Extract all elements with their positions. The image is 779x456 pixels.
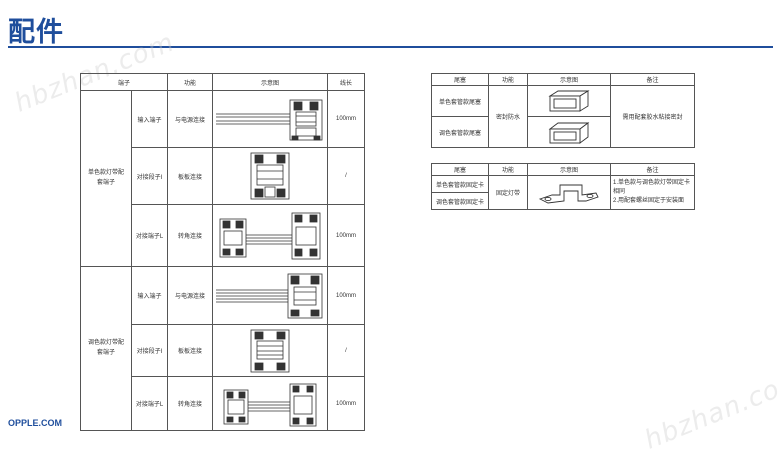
end-cap-diagram: [548, 122, 590, 144]
table-row: 调色套管款固定卡: [431, 192, 695, 210]
terminal-type: 对接段子I: [130, 147, 169, 205]
table-header-row: 尾塞 功能 示意图 备注: [431, 163, 695, 176]
clip-function: 固定灯带: [488, 175, 528, 210]
diagram-cell: [527, 175, 611, 210]
header-length: 线长: [327, 73, 366, 91]
clip-type: 调色套管款固定卡: [431, 192, 489, 210]
header-note: 备注: [610, 73, 695, 86]
clip-type: 单色套管款固定卡: [431, 175, 489, 193]
terminal-function: 转角连接: [167, 376, 214, 431]
terminal-table: 端子 功能 示意图 线长 单色款灯带配套端子 输入端子 与电源连接: [79, 73, 366, 431]
terminal-function: 与电源连接: [167, 90, 214, 148]
header-diagram: 示意图: [527, 73, 611, 86]
wire-length: 100mm: [327, 90, 366, 148]
group-label: 调色款灯带配套端子: [80, 266, 132, 431]
diagram-cell: [212, 266, 329, 325]
end-cap-table: 尾塞 功能 示意图 备注 单色套管款尾塞 密封防水 需用配套胶水粘接密封 调色套…: [431, 73, 695, 148]
header-function: 功能: [167, 73, 214, 91]
end-cap-type: 单色套管款尾塞: [431, 85, 489, 117]
straight-connector-diagram: [250, 329, 290, 372]
wire-length: /: [327, 147, 366, 205]
diagram-cell: [212, 324, 329, 377]
table-header-row: 端子 功能 示意图 线长: [79, 73, 366, 91]
clip-table: 尾塞 功能 示意图 备注 单色套管款固定卡 固定灯带 1.单色款与调色款灯带固定…: [431, 163, 695, 210]
header-function: 功能: [488, 73, 528, 86]
header-end-cap: 尾塞: [431, 163, 489, 176]
wire-length: 100mm: [327, 376, 366, 431]
terminal-type: 对接端子L: [130, 204, 169, 267]
table-row: 对接端子L 转角连接 100mm: [81, 204, 366, 267]
clip-note-2: 2.用配套螺丝固定于安装面: [613, 198, 685, 204]
table-row: 单色套管款固定卡 固定灯带 1.单色款与调色款灯带固定卡相同 2.用配套螺丝固定…: [431, 175, 695, 210]
terminal-type: 输入端子: [130, 266, 169, 325]
diagram-cell: [212, 204, 329, 267]
terminal-function: 板板连接: [167, 324, 214, 377]
input-terminal-diagram: [216, 99, 323, 141]
header-end-cap: 尾塞: [431, 73, 489, 86]
terminal-function: 板板连接: [167, 147, 214, 205]
diagram-cell: [212, 376, 329, 431]
terminal-function: 转角连接: [167, 204, 214, 267]
table-header-row: 尾塞 功能 示意图 备注: [431, 73, 695, 86]
table-row: 调色款灯带配套端子 输入端子 与电源连接 100mm: [80, 266, 366, 431]
end-cap-type: 调色套管款尾塞: [431, 116, 489, 148]
table-row: 单色套管款尾塞 密封防水 需用配套胶水粘接密封: [431, 85, 695, 148]
table-row: 对接段子I 板板连接 /: [81, 147, 366, 205]
mounting-clip-diagram: [538, 184, 599, 203]
input-terminal-diagram: [216, 273, 323, 318]
table-row: 对接段子I 板板连接 /: [81, 324, 366, 377]
diagram-cell: [212, 90, 329, 148]
page-title: 配件: [8, 17, 64, 48]
wire-length: 100mm: [327, 266, 366, 325]
group-label: 单色款灯带配套端子: [80, 90, 132, 267]
header-diagram: 示意图: [527, 163, 611, 176]
terminal-function: 与电源连接: [167, 266, 214, 325]
end-cap-diagram: [548, 90, 590, 112]
diagram-cell: [212, 147, 329, 205]
watermark: hbzhan.com: [640, 364, 779, 456]
header-diagram: 示意图: [212, 73, 329, 91]
terminal-type: 输入端子: [130, 90, 169, 148]
terminal-type: 对接端子L: [130, 376, 169, 431]
header-terminal: 端子: [79, 73, 169, 91]
straight-connector-diagram: [250, 152, 290, 200]
footer-brand: OPPLE.COM: [8, 418, 63, 428]
table-row: 单色款灯带配套端子 输入端子 与电源连接 100mm: [80, 90, 366, 267]
title-divider: [8, 46, 773, 48]
end-cap-note: 需用配套胶水粘接密封: [610, 85, 695, 148]
clip-notes: 1.单色款与调色款灯带固定卡相同 2.用配套螺丝固定于安装面: [610, 175, 695, 210]
diagram-cell: [527, 116, 611, 148]
table-row: 对接端子L 转角连接 100mm: [81, 376, 366, 431]
terminal-type: 对接段子I: [130, 324, 169, 377]
clip-note-1: 1.单色款与调色款灯带固定卡相同: [613, 180, 691, 195]
wire-length: 100mm: [327, 204, 366, 267]
table-row: 调色套管款尾塞: [431, 116, 695, 148]
header-note: 备注: [610, 163, 695, 176]
wire-length: /: [327, 324, 366, 377]
corner-connector-diagram: [223, 383, 317, 426]
diagram-cell: [527, 85, 611, 117]
header-function: 功能: [488, 163, 528, 176]
end-cap-function: 密封防水: [488, 85, 528, 148]
corner-connector-diagram: [219, 212, 321, 259]
